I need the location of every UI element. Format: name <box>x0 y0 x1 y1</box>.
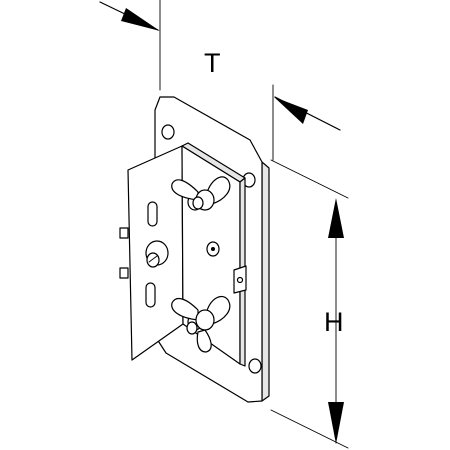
nut-hub-bottom <box>195 309 215 331</box>
dimension-t <box>99 0 341 161</box>
wing-left-bottom <box>171 297 199 321</box>
arrowhead-t-left <box>121 8 160 31</box>
bracket-lug-hole <box>236 276 244 284</box>
extension-line-h-top <box>270 159 349 199</box>
flange-tab-bottom <box>119 267 129 279</box>
dimension-t-label: T <box>204 48 221 78</box>
wing-left-top <box>171 179 199 201</box>
center-screw-socket <box>211 247 215 251</box>
arrowhead-t-right <box>274 97 308 124</box>
flange-screw-head <box>146 252 160 268</box>
plate-edge <box>261 161 270 402</box>
bolt-end-top <box>192 196 204 210</box>
plate-hole-top-left <box>161 124 175 140</box>
wing-nut-bottom <box>171 295 231 353</box>
flange-slot-bottom <box>145 282 156 308</box>
wing-nut-top <box>171 176 231 211</box>
wing-lower-tab-bottom <box>196 329 212 353</box>
bracket-side-flange <box>119 145 184 361</box>
arrowhead-h-bottom <box>328 402 344 444</box>
flange-slot-top <box>147 201 158 227</box>
plate-hole-bottom-right <box>248 358 262 374</box>
dimension-h-label: H <box>324 307 344 337</box>
arrowhead-h-top <box>328 198 344 238</box>
bolt-end-bottom <box>186 321 198 335</box>
extension-line-h-bottom <box>270 409 349 449</box>
dimension-h <box>270 159 349 449</box>
flange-screw-slot <box>148 255 158 263</box>
flange-tab-top <box>119 227 129 239</box>
